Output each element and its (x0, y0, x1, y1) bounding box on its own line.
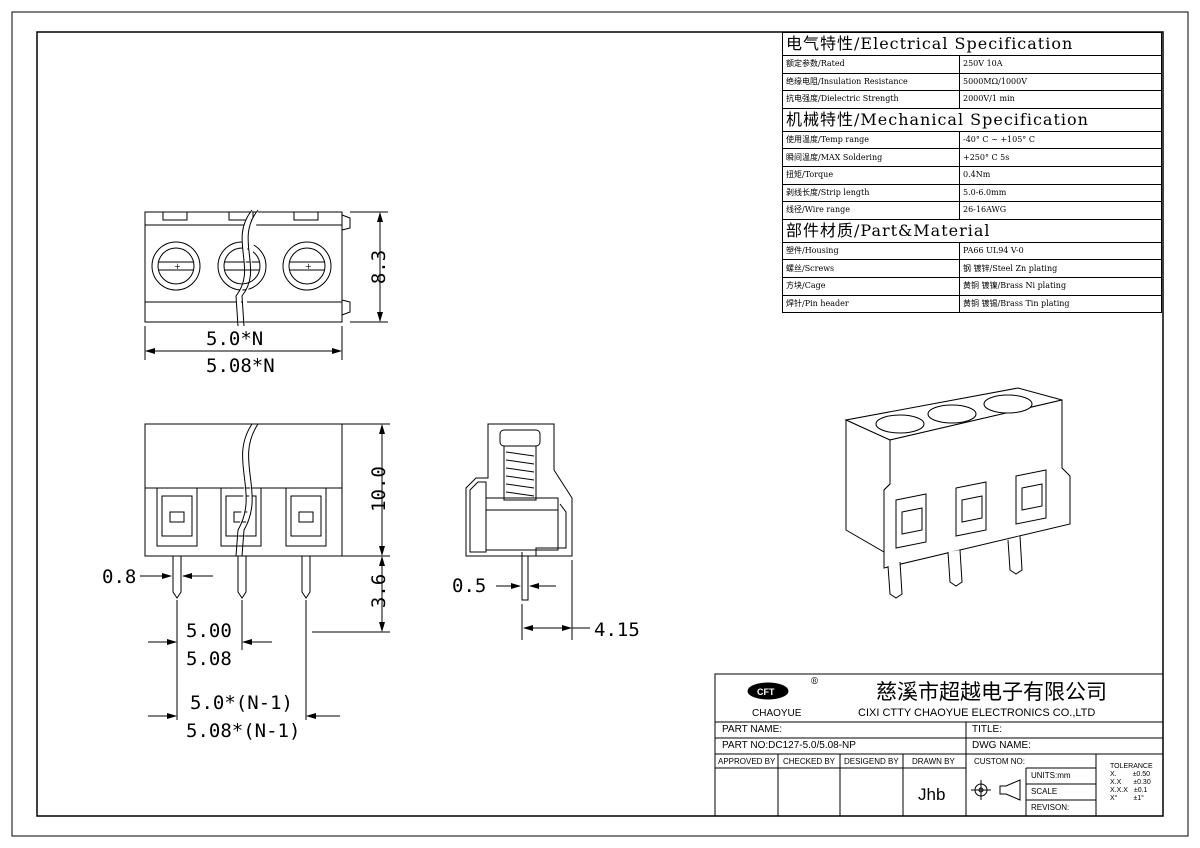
dim-total-a: 5.0*(N-1) (190, 692, 293, 714)
custom-no-label: CUSTOM NO: (974, 757, 1025, 766)
table-row: 瞬间温度/MAX Soldering+250° C 5s (782, 148, 1162, 167)
spec-value: 黄铜 镀锡/Brass Tin plating (959, 294, 1162, 314)
spec-value: 黄铜 镀镍/Brass Ni plating (959, 276, 1162, 296)
spec-value: -40° C ~ +105° C (959, 130, 1162, 150)
svg-text:+: + (174, 262, 181, 271)
tolerance-key: X° (1110, 795, 1118, 802)
spec-value: 26-16AWG (959, 201, 1162, 220)
part-number: PART NO:DC127-5.0/5.08-NP (722, 740, 856, 751)
tolerance-list: X. ±0.50 X.X ±0.30 X.X.X ±0.1 X° ±1° (1110, 771, 1151, 803)
electrical-heading: 电气特性/Electrical Specification (782, 32, 1162, 56)
scale-label: SCALE (1031, 787, 1058, 796)
spec-label: 绝缘电阻/Insulation Resistance (782, 72, 960, 92)
top-view: + + (144, 209, 351, 327)
dim-spacing-a: 5.00 (186, 620, 232, 642)
dim-pitch-b: 5.08*N (206, 355, 275, 377)
outer-border (11, 11, 1189, 837)
spec-label: 抗电强度/Dielectric Strength (782, 90, 960, 109)
logo-text: CHAOYUE (752, 708, 802, 719)
approved-by-label: APPROVED BY (718, 757, 776, 766)
dim-height-front: 10.0 (367, 466, 390, 512)
dim-total-b: 5.08*(N-1) (186, 720, 301, 742)
tolerance-value: ±1° (1133, 795, 1144, 802)
tolerance-key: X.X (1110, 779, 1122, 786)
spec-value: 5.0-6.0mm (959, 183, 1162, 203)
tolerance-value: ±0.30 (1133, 779, 1151, 786)
spec-table: 电气特性/Electrical Specification 额定参数/Rated… (782, 32, 1162, 314)
company-name-cn: 慈溪市超越电子有限公司 (876, 680, 1107, 704)
company-name-en: CIXI CTTY CHAOYUE ELECTRONICS CO.,LTD (858, 707, 1096, 719)
dim-pitch-a: 5.0*N (206, 328, 264, 350)
spec-label: 瞬间温度/MAX Soldering (782, 148, 960, 167)
spec-label: 线径/Wire range (782, 201, 960, 220)
dim-pin-width: 0.8 (102, 566, 137, 588)
spec-value: 2000V/1 min (959, 90, 1162, 109)
spec-label: 塑件/Housing (782, 241, 960, 261)
spec-value: 钢 镀锌/Steel Zn plating (959, 259, 1162, 278)
tolerance-title: TOLERANCE (1110, 763, 1153, 770)
title-label: TITLE: (972, 724, 1003, 735)
spec-value: 5000MΩ/1000V (959, 72, 1162, 92)
mechanical-heading: 机械特性/Mechanical Specification (782, 107, 1162, 132)
tolerance-key: X. (1110, 771, 1117, 778)
part-name-label: PART NAME: (722, 724, 783, 735)
screw-top-3: + (282, 241, 332, 291)
drawer-name: Jhb (918, 785, 946, 804)
spec-label: 使用温度/Temp range (782, 130, 960, 150)
screw-top-2 (217, 241, 267, 291)
units-label: UNITS:mm (1031, 771, 1071, 780)
inner-border (36, 31, 1164, 817)
spec-label: 焊针/Pin header (782, 294, 960, 314)
isometric-view (844, 387, 1071, 599)
tolerance-key: X.X.X (1110, 787, 1128, 794)
screw-top-1: + (151, 241, 201, 291)
projection-symbol-cone (999, 779, 1021, 801)
svg-text:+: + (305, 262, 312, 271)
drawn-by-label: DRAWN BY (912, 757, 955, 766)
side-view (465, 423, 573, 601)
svg-text:®: ® (810, 677, 819, 687)
spec-label: 螺丝/Screws (782, 259, 960, 278)
dim-pin-length: 3.6 (368, 573, 391, 609)
designed-by-label: DESIGEND BY (844, 757, 899, 766)
spec-label: 额定参数/Rated (782, 55, 960, 74)
spec-value: 0.4Nm (959, 165, 1162, 185)
material-heading: 部件材质/Part&Material (782, 218, 1162, 243)
dim-side-offset: 4.15 (594, 619, 640, 641)
table-row: 使用温度/Temp range-40° C ~ +105° C (782, 130, 1162, 150)
dim-height-top: 8.3 (368, 249, 391, 285)
spec-label: 剥线长度/Strip length (782, 183, 960, 203)
spec-value: +250° C 5s (959, 148, 1162, 167)
spec-value: PA66 UL94 V-0 (959, 241, 1162, 261)
revision-label: REVISON: (1031, 803, 1070, 812)
spec-label: 方块/Cage (782, 276, 960, 296)
tolerance-value: ±0.1 (1133, 787, 1148, 794)
dim-side-pin: 0.5 (452, 575, 487, 597)
company-logo: CFT ® (747, 677, 819, 700)
spec-label: 扭矩/Torque (782, 165, 960, 185)
dwg-name-label: DWG NAME: (972, 740, 1031, 751)
title-block: CFT ® (714, 673, 1164, 817)
svg-text:CFT: CFT (757, 687, 775, 697)
checked-by-label: CHECKED BY (783, 757, 836, 766)
front-view (144, 423, 343, 599)
dim-spacing-b: 5.08 (186, 648, 232, 670)
spec-value: 250V 10A (959, 55, 1162, 74)
tolerance-value: ±0.50 (1132, 771, 1151, 778)
